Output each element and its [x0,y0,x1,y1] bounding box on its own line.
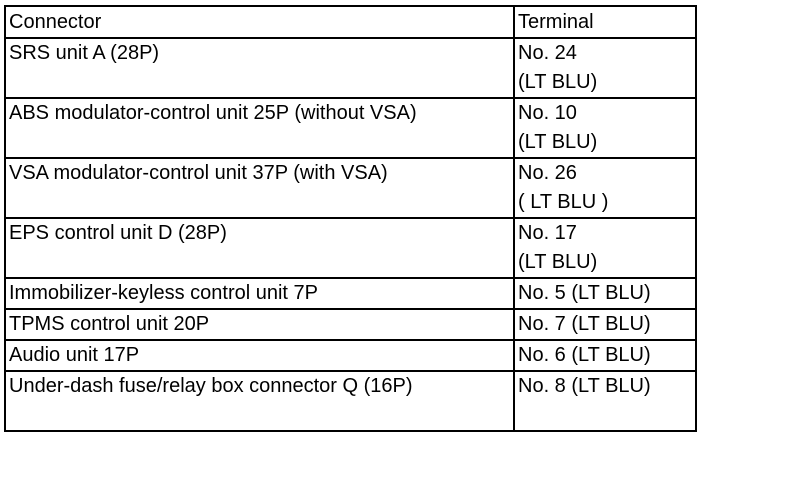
terminal-wire-color: (LT BLU) [518,251,598,273]
terminal-wire-color: ( LT BLU ) [518,191,609,213]
connector-cell: Audio unit 17P [4,339,515,372]
connector-cell: VSA modulator-control unit 37P (with VSA… [4,157,515,219]
terminal-cell: No. 6 (LT BLU) [513,339,697,372]
column-header-terminal: Terminal [513,5,697,39]
terminal-wire-color: (LT BLU) [518,71,598,93]
connector-cell: SRS unit A (28P) [4,37,515,99]
terminal-number: No. 24 [518,42,577,64]
table-row: Immobilizer-keyless control unit 7P No. … [4,277,697,310]
connector-terminal-table: Connector Terminal SRS unit A (28P) No. … [4,5,697,432]
connector-cell: Under-dash fuse/relay box connector Q (1… [4,370,515,432]
table-row: TPMS control unit 20P No. 7 (LT BLU) [4,308,697,341]
connector-cell: EPS control unit D (28P) [4,217,515,279]
table-header-row: Connector Terminal [4,5,697,39]
table-row: VSA modulator-control unit 37P (with VSA… [4,157,697,219]
table-row: EPS control unit D (28P) No. 17 (LT BLU) [4,217,697,279]
connector-cell: ABS modulator-control unit 25P (without … [4,97,515,159]
table-row: Under-dash fuse/relay box connector Q (1… [4,370,697,432]
terminal-cell: No. 7 (LT BLU) [513,308,697,341]
terminal-number: No. 10 [518,102,577,124]
terminal-number: No. 26 [518,162,577,184]
terminal-wire-color: (LT BLU) [518,131,598,153]
terminal-cell: No. 10 (LT BLU) [513,97,697,159]
column-header-connector: Connector [4,5,515,39]
table-row: Audio unit 17P No. 6 (LT BLU) [4,339,697,372]
terminal-cell: No. 8 (LT BLU) [513,370,697,432]
terminal-cell: No. 26 ( LT BLU ) [513,157,697,219]
connector-cell: TPMS control unit 20P [4,308,515,341]
terminal-cell: No. 17 (LT BLU) [513,217,697,279]
connector-cell: Immobilizer-keyless control unit 7P [4,277,515,310]
table-row: ABS modulator-control unit 25P (without … [4,97,697,159]
terminal-cell: No. 24 (LT BLU) [513,37,697,99]
table-row: SRS unit A (28P) No. 24 (LT BLU) [4,37,697,99]
terminal-cell: No. 5 (LT BLU) [513,277,697,310]
terminal-number: No. 17 [518,222,577,244]
